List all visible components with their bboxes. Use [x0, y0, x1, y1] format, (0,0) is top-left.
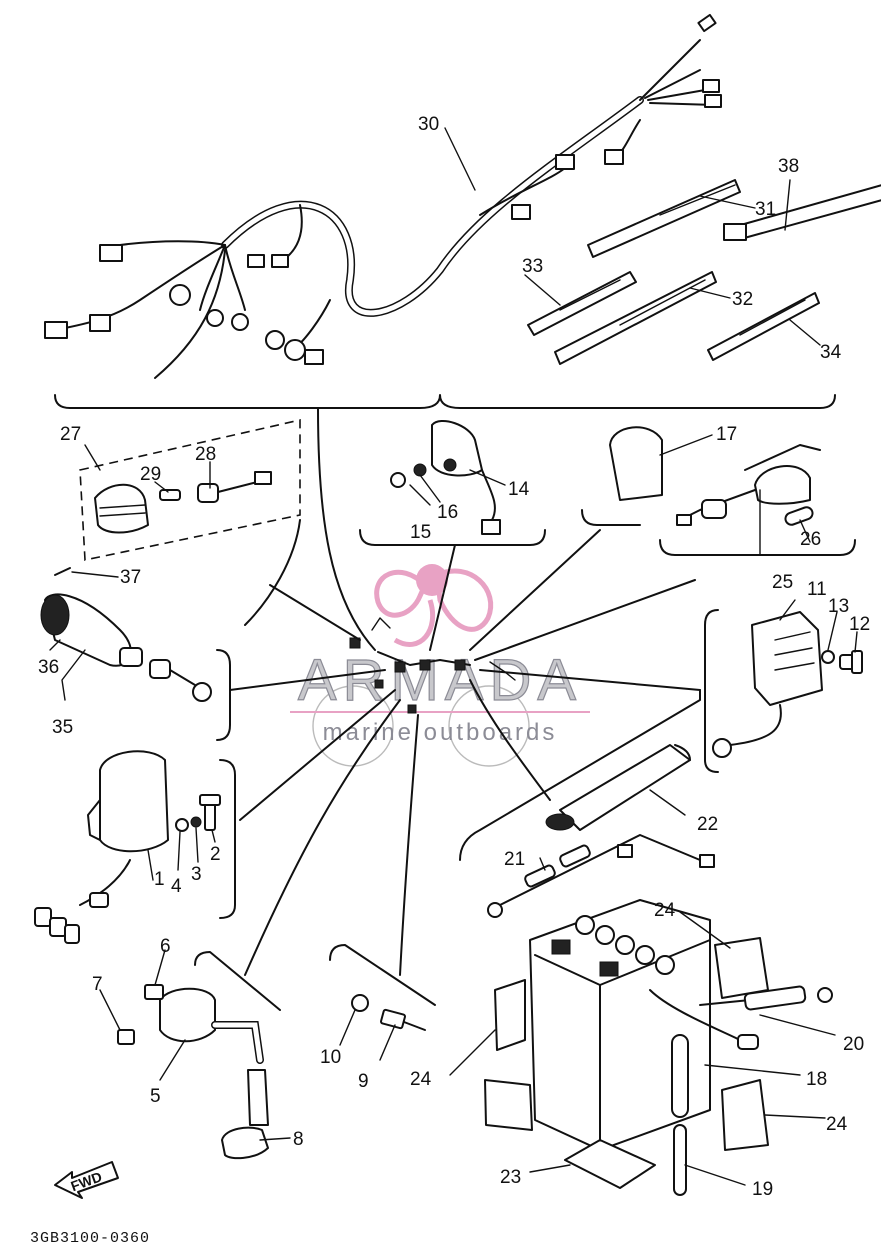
harness-group-bracket: [54, 394, 836, 409]
callout-20: 20: [843, 1034, 864, 1055]
callout-25: 25: [772, 572, 793, 593]
cable-bracket-right: [459, 689, 701, 861]
callout-37: 37: [120, 567, 141, 588]
part-24-pads: [484, 937, 769, 1151]
callout-1: 1: [154, 869, 165, 890]
callout-38: 38: [778, 156, 799, 177]
callout-14: 14: [508, 479, 530, 500]
watermark-tagline: marine outboards: [323, 719, 558, 746]
part-38-cable-tie: [723, 184, 881, 241]
callout-7: 7: [92, 974, 103, 995]
part-7-bolt: [117, 1029, 135, 1045]
callout-9: 9: [358, 1071, 369, 1092]
callout-21: 21: [504, 849, 525, 870]
part-31-cable-tie: [587, 179, 741, 258]
propeller-logo: [374, 564, 494, 647]
forward-direction-arrow: FWD: [54, 1161, 119, 1199]
callout-29: 29: [140, 464, 161, 485]
callout-leaders: [49, 127, 858, 1186]
callout-4: 4: [171, 876, 182, 897]
callout-33: 33: [522, 256, 543, 277]
callout-30: 30: [418, 114, 439, 135]
part-34-cable-tie: [707, 292, 820, 361]
callout-31: 31: [755, 199, 776, 220]
part-17-cover: [609, 426, 663, 501]
callout-23: 23: [500, 1167, 521, 1188]
callout-6: 6: [160, 936, 171, 957]
callout-numbers: 1 2 3 4 5 6 7 8 9 10 11 12 13 14 15 16 1…: [38, 114, 870, 1200]
part-35-36-starter-motor: [40, 593, 212, 702]
callout-27: 27: [60, 424, 81, 445]
watermark-brand: ARMADA: [298, 648, 582, 713]
callout-36: 36: [38, 657, 59, 678]
relay-bracket: [359, 529, 546, 546]
drawing-code: 3GB3100-0360: [30, 1230, 150, 1247]
part-33-cable-tie: [527, 271, 637, 336]
callout-16: 16: [437, 502, 458, 523]
part-3-washer: [190, 816, 202, 828]
callout-26: 26: [800, 529, 821, 550]
callout-35: 35: [52, 717, 73, 738]
callout-18: 18: [806, 1069, 827, 1090]
switch-bracket: [329, 944, 436, 1006]
callout-22: 22: [697, 814, 718, 835]
band-hook: [674, 744, 691, 761]
callout-24-c: 24: [826, 1114, 848, 1135]
coil-bracket-bottom: [194, 951, 281, 1011]
part-14-starter-relay: [431, 420, 501, 535]
part-8-plug-cap: [221, 1069, 269, 1160]
part-28-fuse-holder: [197, 471, 272, 503]
callout-11: 11: [807, 579, 827, 600]
callout-8: 8: [293, 1129, 304, 1150]
cover-bracket-left: [581, 509, 641, 526]
callout-10: 10: [320, 1047, 341, 1068]
part-37-cable: [54, 567, 71, 576]
rectifier-bracket: [704, 609, 719, 773]
part-6-bolt: [144, 984, 164, 1000]
callout-24-a: 24: [654, 900, 676, 921]
callout-28: 28: [195, 444, 216, 465]
coil-bracket: [659, 539, 856, 556]
callout-19: 19: [752, 1179, 773, 1200]
callout-15: 15: [410, 522, 431, 543]
part-29-fuse: [159, 489, 181, 501]
callout-32: 32: [732, 289, 753, 310]
part-16-washer: [413, 463, 427, 477]
watermark: ARMADA marine outboards: [290, 564, 590, 767]
part-23-battery-pad: [564, 1139, 656, 1189]
callout-34: 34: [820, 342, 842, 363]
callout-3: 3: [191, 864, 202, 885]
starter-bracket: [216, 649, 231, 741]
part-21-battery-cable: [487, 834, 715, 918]
callout-24-b: 24: [410, 1069, 432, 1090]
part-32-cable-tie: [554, 271, 717, 365]
part-11-rectifier-regulator: [712, 611, 823, 758]
part-25-ignition-coil: [676, 444, 821, 526]
frame-connector-hub: [229, 407, 701, 976]
part-13-washer: [821, 650, 835, 664]
part-9-neutral-switch: [380, 1008, 426, 1031]
callout-5: 5: [150, 1086, 161, 1107]
cdi-bracket: [219, 759, 236, 919]
part-26-plug-cap: [784, 506, 814, 526]
part-30-wire-harness: [44, 13, 722, 379]
part-27-fuse-box-group: [79, 418, 301, 561]
part-18-battery: [529, 899, 759, 1151]
part-5-ignition-coil: [159, 987, 264, 1064]
part-19-breather-hose: [671, 1034, 689, 1196]
callout-13: 13: [828, 596, 849, 617]
part-15-nut: [390, 472, 406, 488]
callout-17: 17: [716, 424, 737, 445]
part-2-bolt: [199, 794, 221, 831]
part-12-bolt: [839, 650, 863, 674]
fwd-label: FWD: [69, 1168, 104, 1194]
callout-2: 2: [210, 844, 221, 865]
part-10-washer: [351, 994, 369, 1012]
part-4-washer: [175, 818, 189, 832]
callout-12: 12: [849, 614, 870, 635]
part-22-battery-band: [545, 744, 691, 831]
part-1-cdi-unit: [34, 750, 169, 944]
